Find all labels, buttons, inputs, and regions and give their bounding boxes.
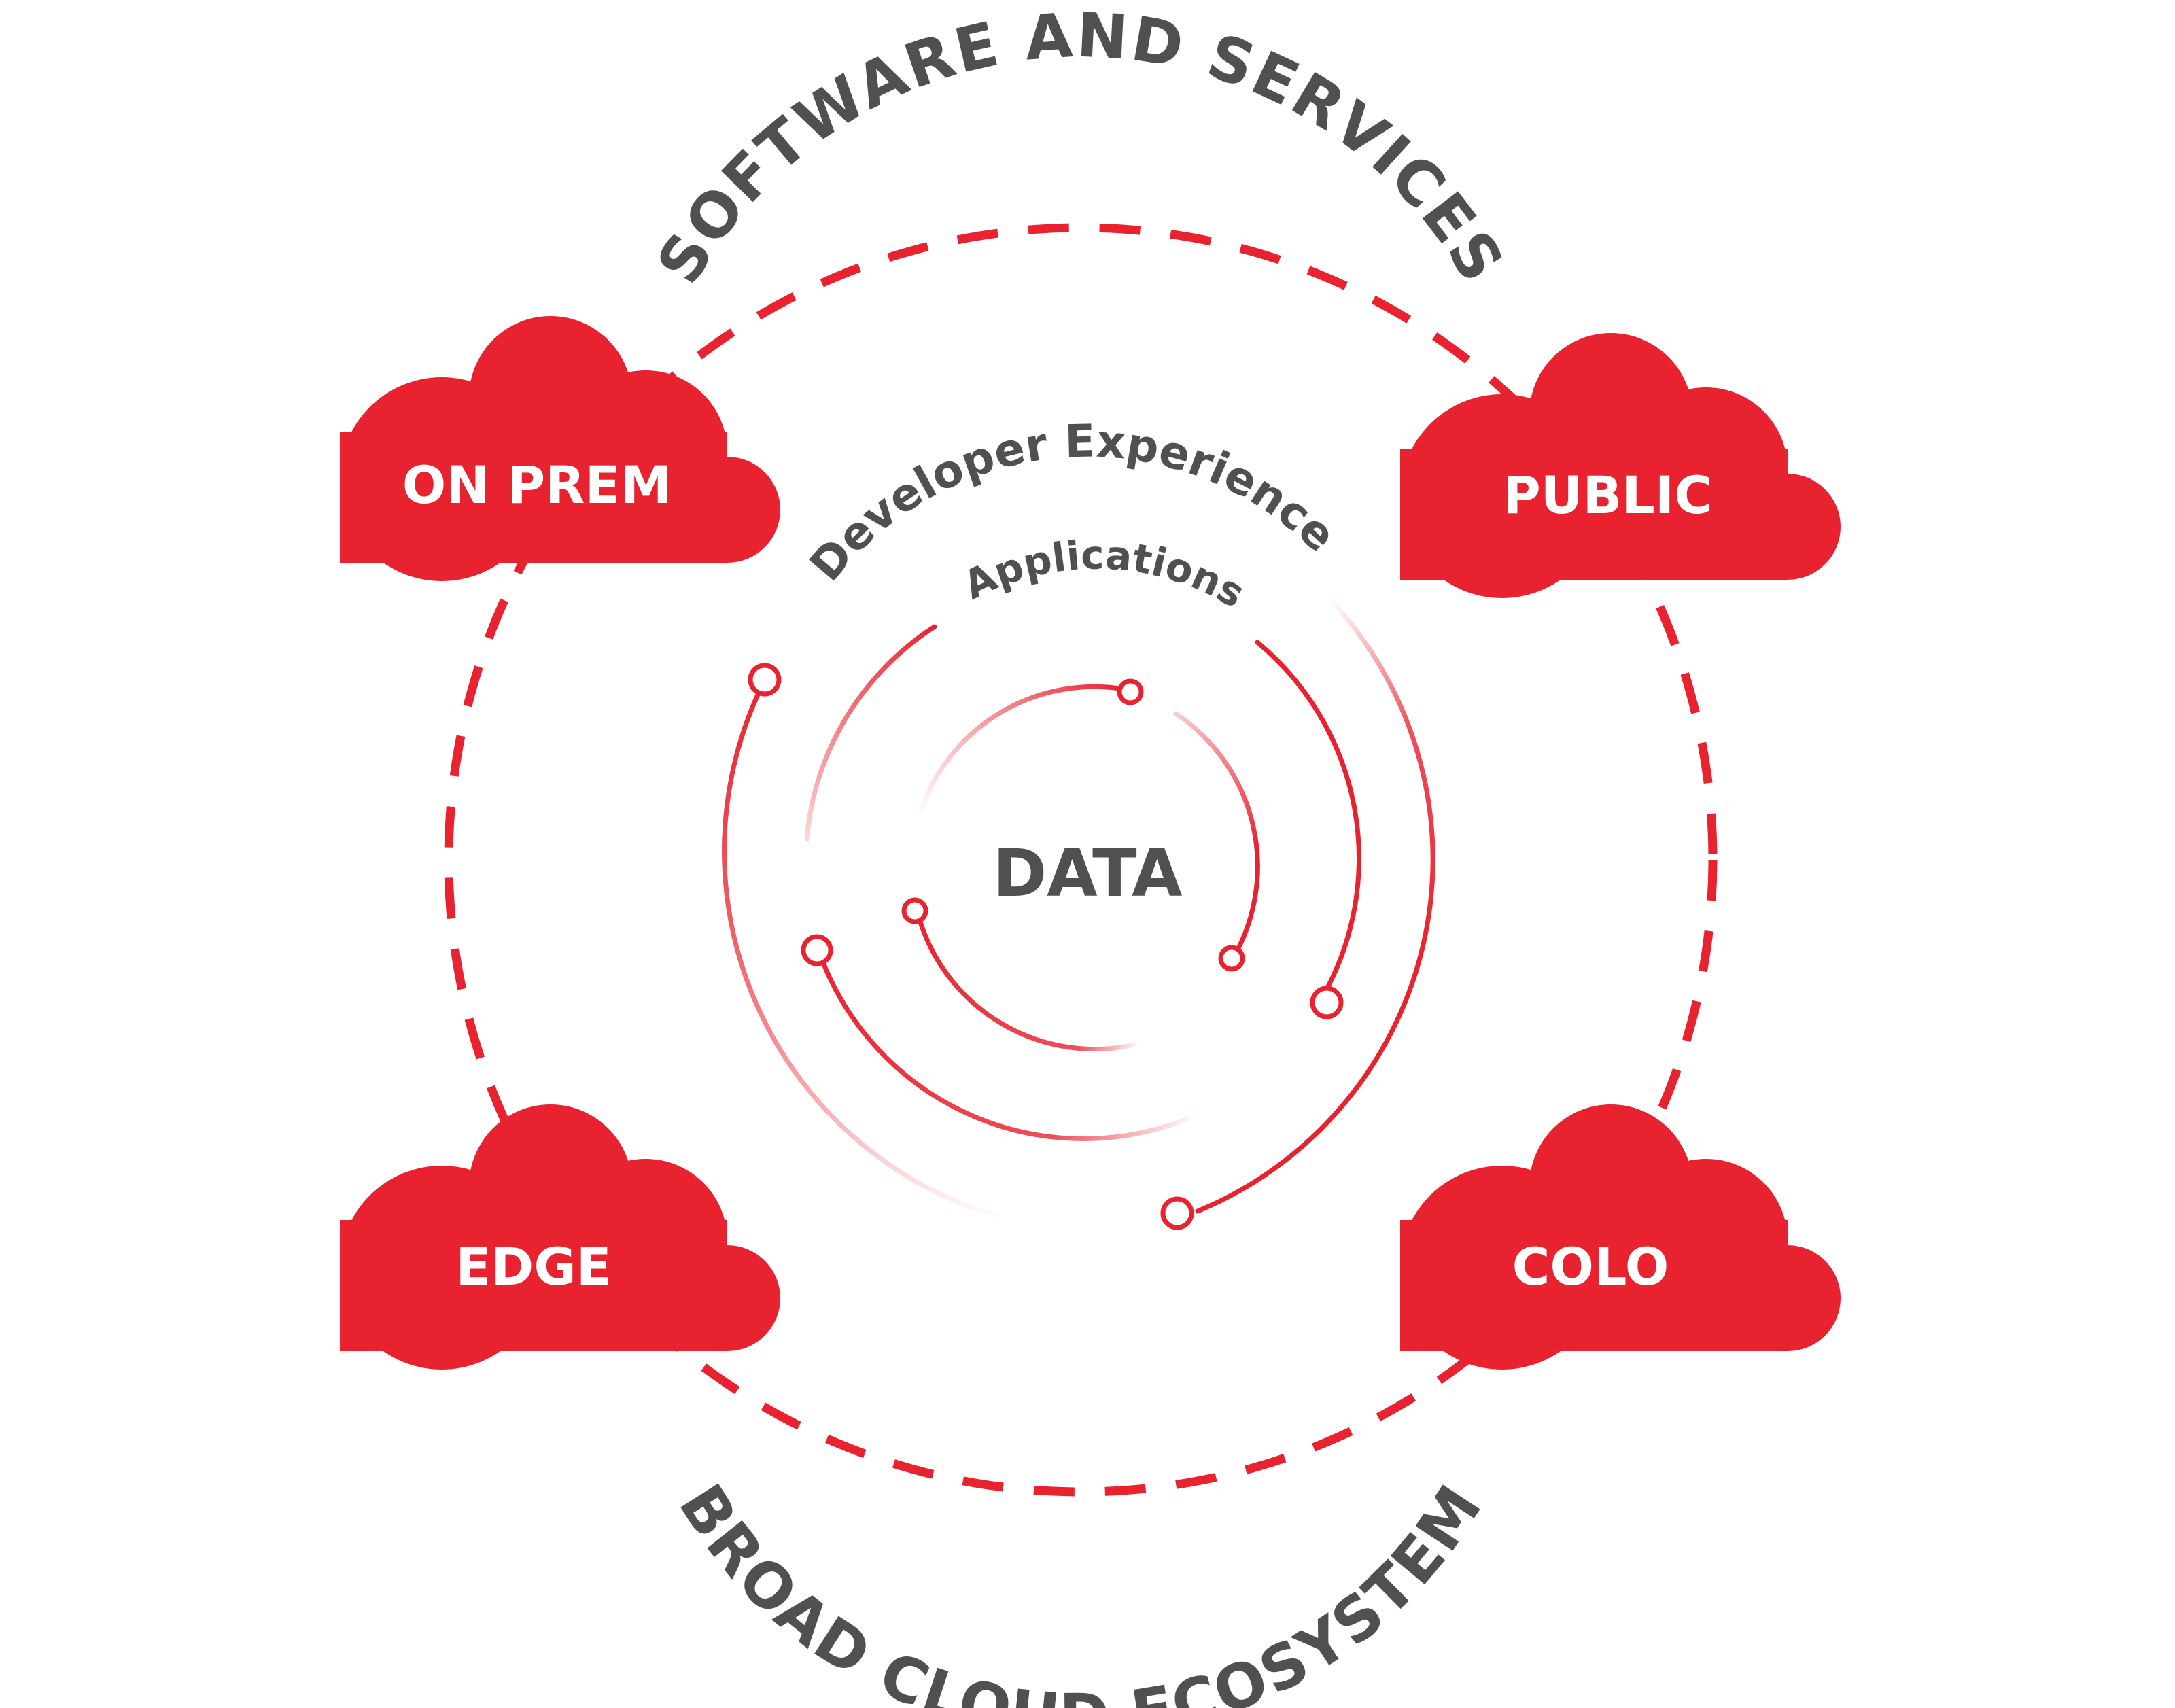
endpoint-inner-top: [1117, 678, 1144, 705]
middle-swirl: [804, 624, 1361, 1141]
outer-swirl: [722, 599, 1436, 1219]
center-data-label: DATA: [993, 835, 1183, 911]
bottom-arc-label: BROAD CLOUD ECOSYSTEM: [665, 1471, 1497, 1708]
endpoint-middle-start: [801, 934, 833, 966]
applications-label: Applications: [956, 531, 1253, 616]
cloud-public: PUBLIC: [1400, 333, 1841, 598]
cloud-edge-label: EDGE: [455, 1236, 611, 1297]
cloud-colo-label: COLO: [1512, 1236, 1669, 1297]
inner-swirl: [916, 684, 1260, 1051]
endpoint-outer-end: [1160, 1196, 1194, 1230]
cloud-edge: EDGE: [340, 1104, 780, 1370]
endpoint-outer-start: [748, 663, 782, 697]
endpoint-inner-right: [1218, 945, 1245, 972]
cloud-on-prem-label: ON PREM: [402, 455, 672, 515]
endpoint-middle-end: [1310, 986, 1344, 1019]
outer-dashed-ring: [444, 223, 1718, 1497]
endpoint-inner-left: [901, 897, 928, 924]
cloud-colo: COLO: [1400, 1104, 1841, 1370]
endpoint-markers: [748, 663, 1344, 1230]
top-arc-label: SOFTWARE AND SERVICES: [644, 0, 1518, 296]
cloud-public-label: PUBLIC: [1503, 465, 1712, 525]
cloud-on-prem: ON PREM: [340, 316, 780, 581]
